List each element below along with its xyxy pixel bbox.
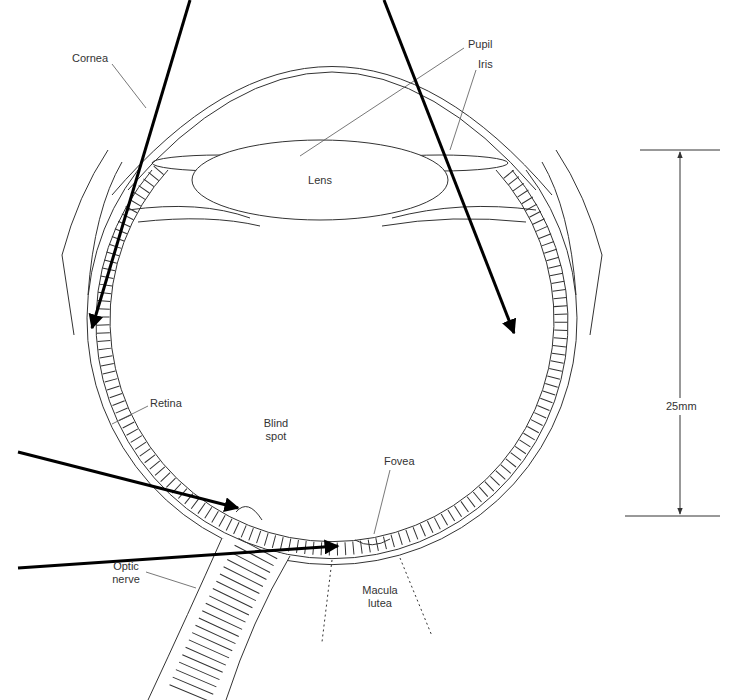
blind-spot	[236, 507, 262, 520]
dimension-line	[680, 152, 681, 514]
callout-arrow	[384, 0, 514, 333]
fovea	[355, 539, 390, 545]
ciliary-body	[128, 206, 250, 218]
part-label: Pupil	[468, 38, 492, 51]
part-label: Macula lutea	[358, 584, 402, 610]
optic-nerve	[148, 538, 222, 700]
leader-line	[450, 70, 476, 150]
callout-arrow	[18, 452, 238, 508]
part-label: Optic nerve	[106, 560, 146, 586]
leader-line	[112, 406, 148, 424]
retina-outer	[96, 170, 568, 559]
part-label: Fovea	[384, 455, 415, 468]
dimension-label: 25mm	[664, 398, 699, 415]
leader-line	[374, 470, 390, 534]
macula-line	[400, 558, 432, 636]
part-label: Retina	[150, 397, 182, 410]
sclera	[87, 170, 577, 565]
optic-nerve	[226, 556, 290, 700]
macula-line	[322, 560, 332, 642]
part-label: Lens	[308, 174, 332, 187]
part-label: Cornea	[72, 52, 108, 65]
optic-nerve-hatch	[187, 548, 258, 700]
callout-arrow	[18, 546, 338, 568]
retina-inner	[110, 170, 554, 542]
leader-line	[112, 64, 146, 108]
muscle	[62, 150, 108, 335]
lens	[192, 140, 448, 220]
optic-nerve-ground	[148, 538, 290, 700]
part-label: Blind spot	[258, 417, 294, 443]
ciliary-body	[138, 219, 260, 226]
part-label: Iris	[478, 58, 493, 71]
dimension-tick	[625, 516, 720, 517]
muscle	[556, 150, 602, 335]
dimension-tick	[640, 150, 720, 151]
callout-arrow	[92, 0, 190, 328]
ciliary-body	[382, 219, 526, 226]
leader-line	[146, 572, 196, 588]
